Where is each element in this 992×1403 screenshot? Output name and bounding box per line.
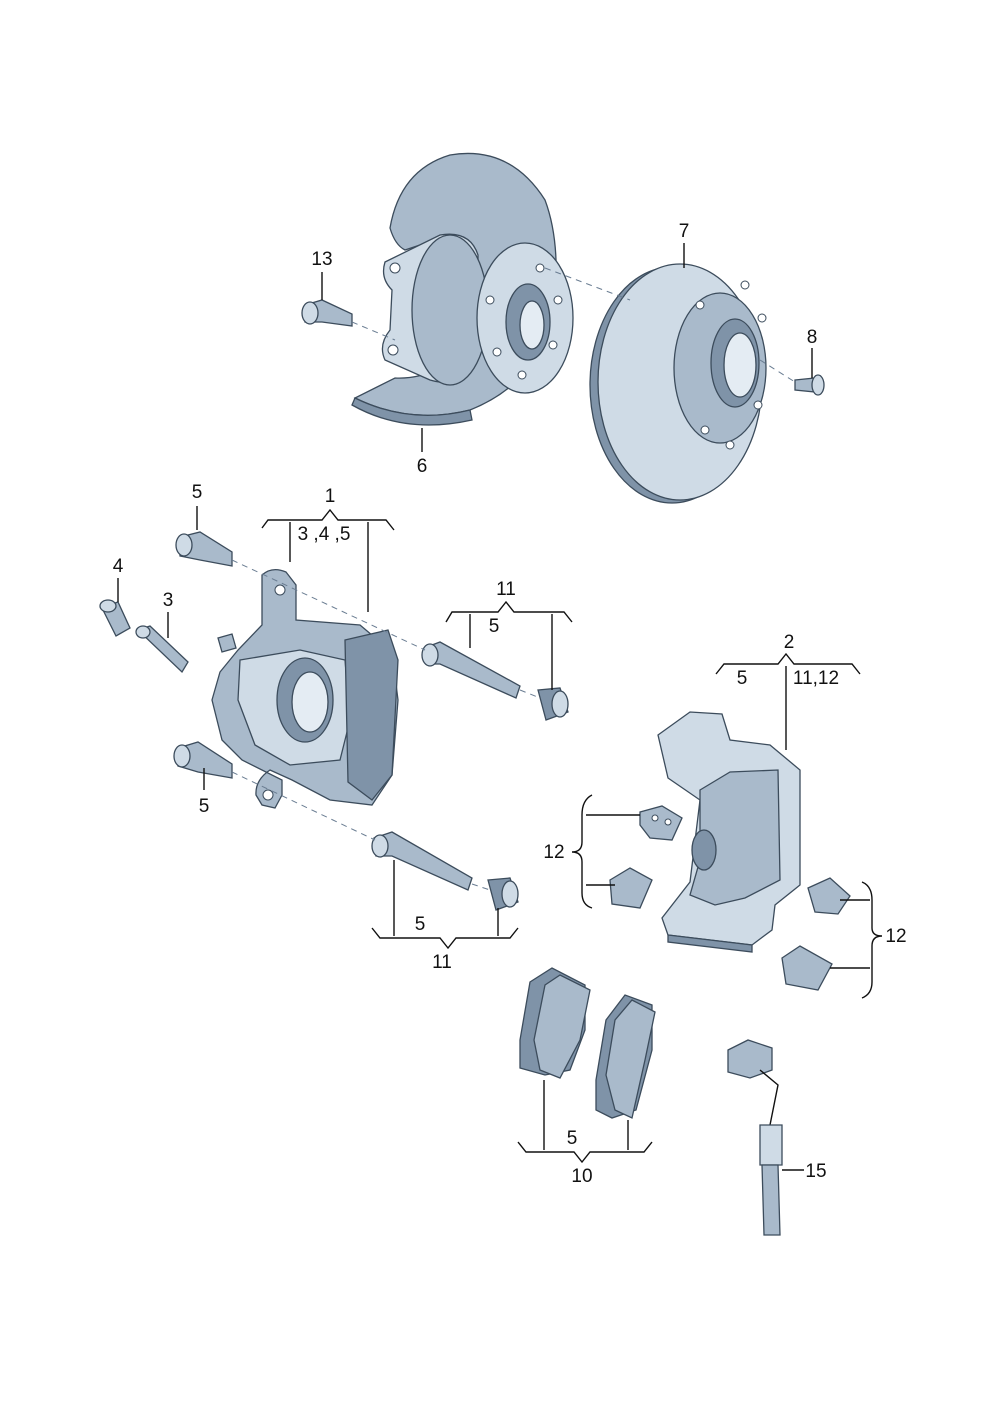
bleed-cap-4: [99, 599, 131, 637]
label-7: 7: [679, 221, 690, 242]
brake-disc-7: [589, 263, 767, 504]
label-5-top: 5: [192, 482, 203, 503]
retaining-spring-12d: [781, 945, 833, 991]
label-13: 13: [311, 249, 332, 270]
disc-screw-8: [794, 374, 825, 396]
retaining-spring-12c: [807, 877, 851, 915]
label-2-sub-b: 11,12: [793, 668, 839, 689]
label-11-bottom-sub: 5: [415, 914, 426, 935]
label-4: 4: [113, 556, 124, 577]
label-15: 15: [805, 1161, 826, 1182]
label-1: 1: [325, 486, 336, 507]
label-1-sub: 3 ,4 ,5: [298, 524, 351, 545]
part-labels: 13 7 8 6 1 3 ,4 ,5 5 4 3 11 5 5 5 11 2 5…: [113, 221, 907, 1187]
label-8: 8: [807, 327, 818, 348]
bleed-screw-3: [135, 625, 189, 674]
label-11-bottom: 11: [432, 952, 452, 973]
retaining-spring-12b: [609, 867, 653, 909]
label-12-left: 12: [543, 842, 564, 863]
label-2-sub-a: 5: [737, 668, 748, 689]
label-11-top: 11: [496, 579, 516, 600]
label-11-top-sub: 5: [489, 616, 500, 637]
label-10-sub: 5: [567, 1128, 578, 1149]
wheel-hub: [381, 233, 574, 394]
leader-lines: [117, 243, 883, 1171]
brake-pad-10a: [519, 967, 591, 1079]
caliper-bolt-lower-5: [173, 741, 233, 779]
brake-carrier-2: [657, 711, 801, 953]
brake-pad-10b: [595, 994, 656, 1119]
label-3: 3: [163, 590, 174, 611]
caliper-bolt-upper-5: [175, 531, 233, 567]
label-12-right: 12: [885, 926, 906, 947]
label-6: 6: [417, 456, 428, 477]
brake-caliper-1: [211, 568, 399, 809]
label-10: 10: [571, 1166, 592, 1187]
hub-bolt-13: [301, 299, 353, 327]
guide-pin-upper-11: [421, 641, 569, 721]
retaining-spring-12a: [639, 805, 683, 841]
guide-pin-lower-11: [371, 831, 519, 911]
label-5-bottom: 5: [199, 796, 210, 817]
label-2: 2: [784, 632, 795, 653]
wear-sensor-15: [727, 1039, 783, 1236]
assembly-lines: [231, 267, 796, 891]
